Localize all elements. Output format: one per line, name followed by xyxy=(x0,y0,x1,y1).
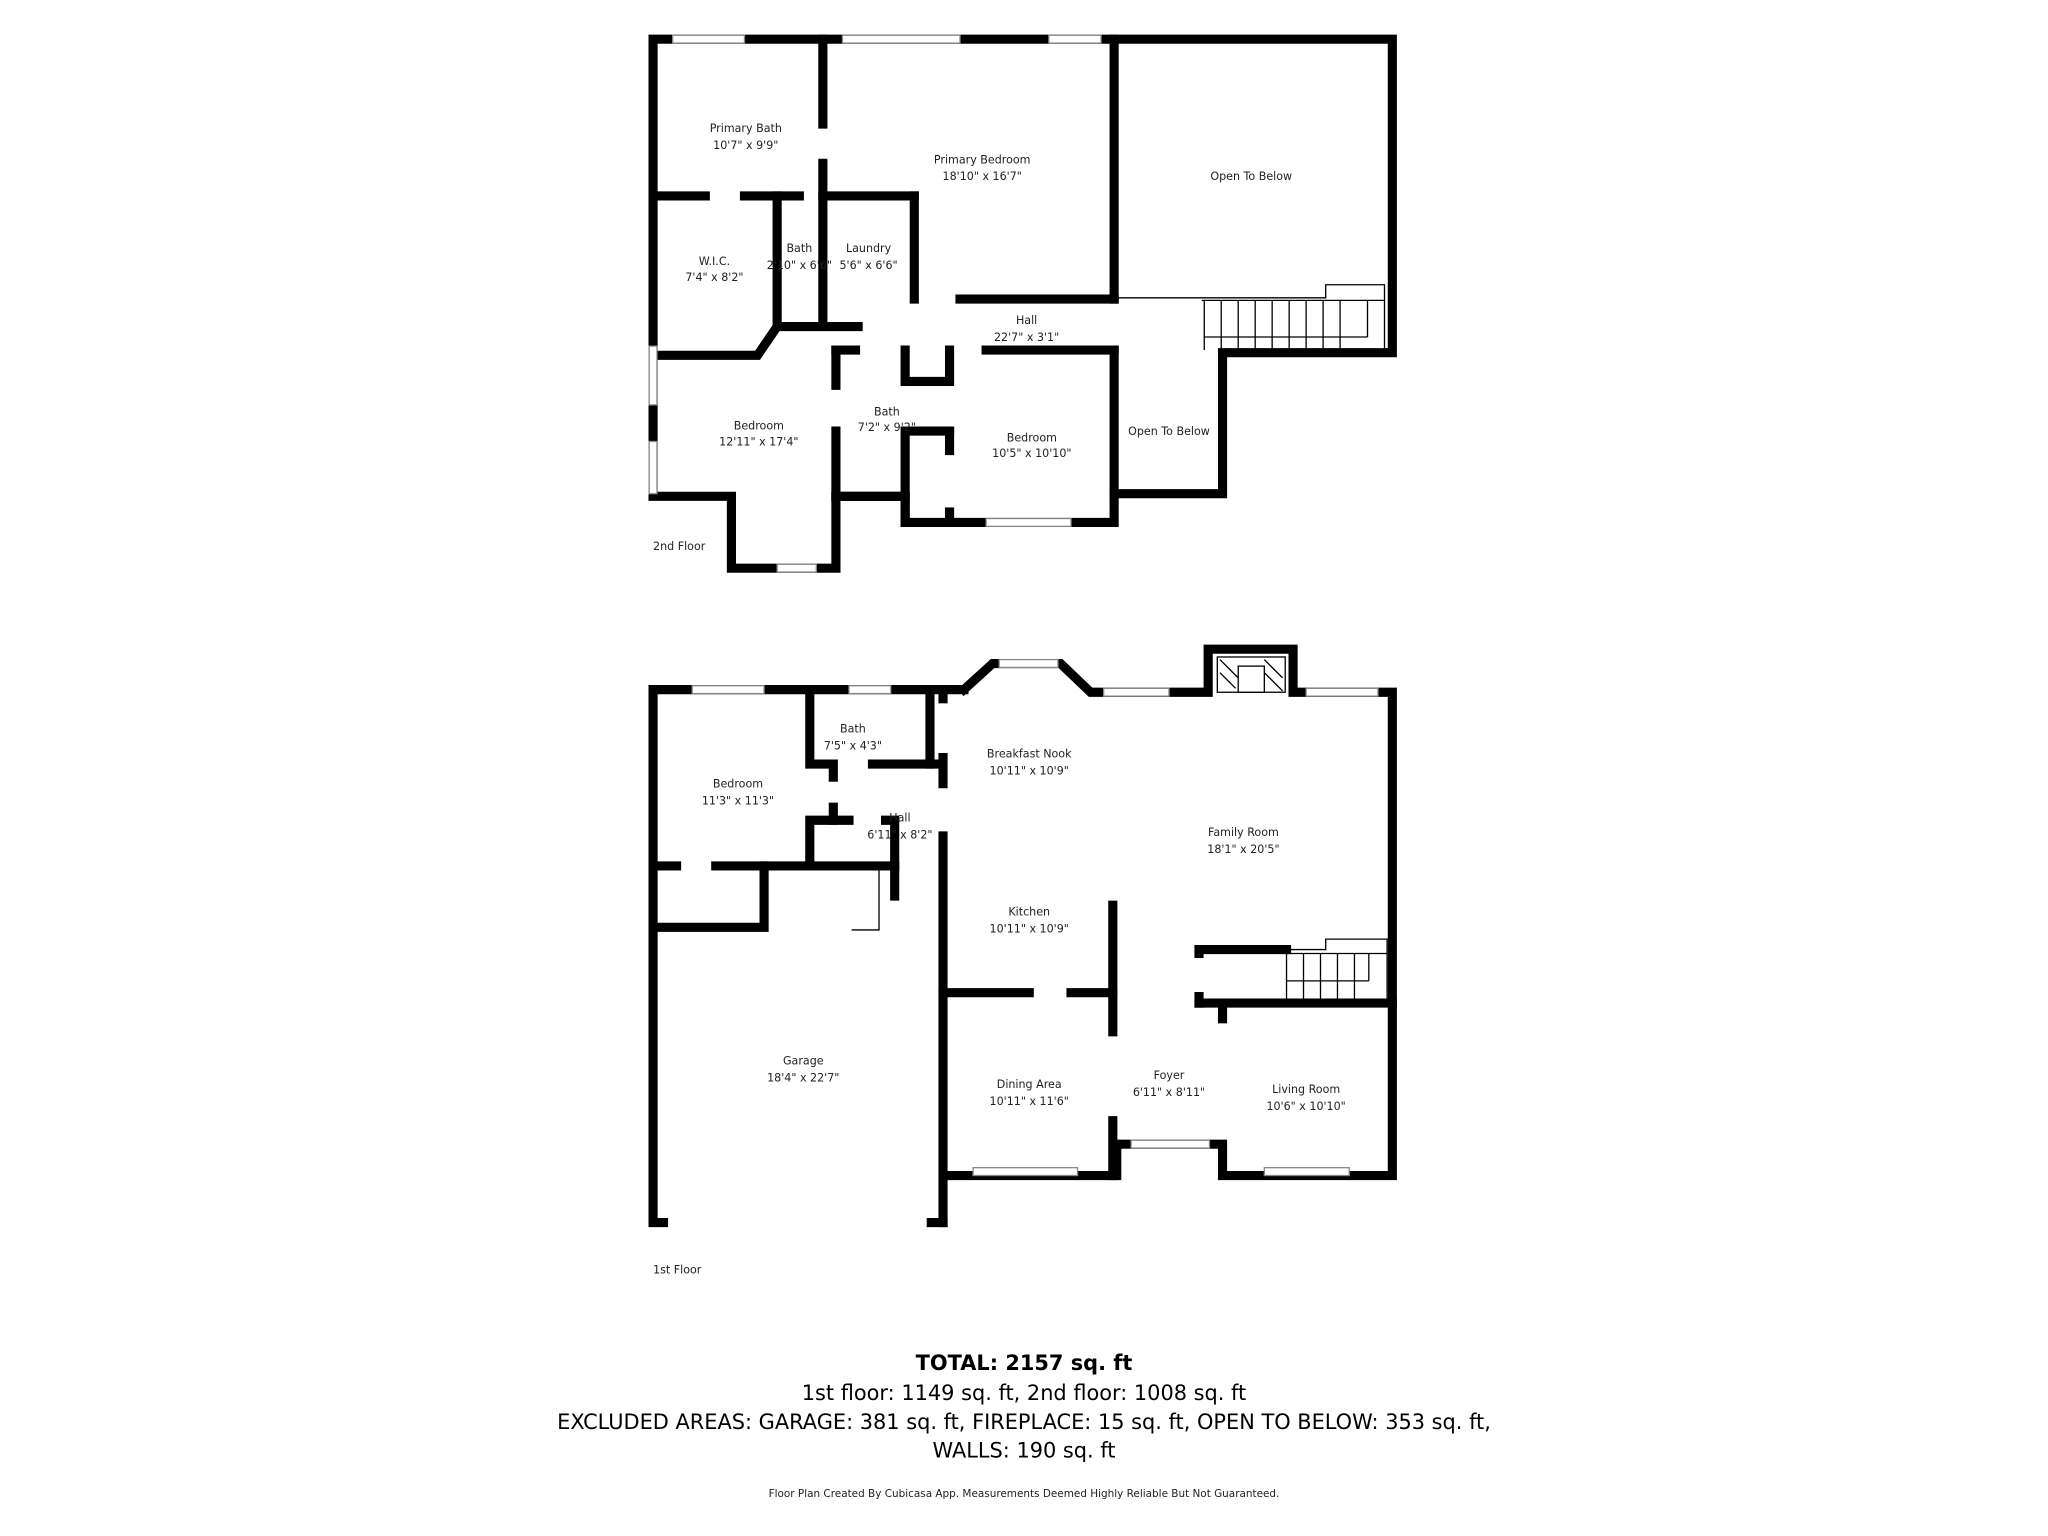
first-floor-label: 1st Floor xyxy=(653,1263,702,1276)
room-name: Foyer xyxy=(1154,1069,1185,1082)
second-floor-outer-wall xyxy=(648,34,1397,573)
room-size: 10'5" x 10'10" xyxy=(992,447,1071,460)
room-name: Bedroom xyxy=(734,420,784,433)
room-size: 18'1" x 20'5" xyxy=(1207,843,1279,856)
room-name: Garage xyxy=(783,1054,824,1067)
room-name: Open To Below xyxy=(1128,425,1210,438)
room-name: Dining Area xyxy=(997,1078,1062,1091)
room-name: Bath xyxy=(874,405,900,418)
room-name: Kitchen xyxy=(1008,906,1050,919)
room-size: 2'10" x 6'6" xyxy=(767,259,832,272)
room-size: 10'11" x 10'9" xyxy=(990,765,1069,778)
room-size: 5'6" x 6'6" xyxy=(839,259,897,272)
room-size: 12'11" x 17'4" xyxy=(719,435,798,448)
room-name: Bath xyxy=(840,723,866,736)
room-size: 22'7" x 3'1" xyxy=(994,331,1059,344)
first-floor-stairs xyxy=(1285,938,1388,1004)
walls-area: WALLS: 190 sq. ft xyxy=(932,1439,1115,1463)
room-size: 6'11" x 8'11" xyxy=(1133,1086,1205,1099)
room-size: 18'4" x 22'7" xyxy=(767,1071,839,1084)
room-name: Bedroom xyxy=(713,778,763,791)
second-floor-interior-walls xyxy=(648,34,1119,528)
room-size: 10'11" x 10'9" xyxy=(990,923,1069,936)
excluded-areas: EXCLUDED AREAS: GARAGE: 381 sq. ft, FIRE… xyxy=(557,1410,1491,1434)
room-size: 10'7" x 9'9" xyxy=(713,139,778,152)
room-size: 7'5" x 4'3" xyxy=(824,740,882,753)
first-floor-windows xyxy=(691,658,1379,1177)
total-area: TOTAL: 2157 sq. ft xyxy=(916,1351,1133,1375)
second-floor-plan: Primary Bath 10'7" x 9'9" Primary Bedroo… xyxy=(648,34,1397,573)
room-name: Open To Below xyxy=(1210,170,1292,183)
room-size: 7'4" x 8'2" xyxy=(685,271,743,284)
room-name: Bath xyxy=(786,242,812,255)
room-size: 10'11" x 11'6" xyxy=(990,1095,1069,1108)
room-name: Primary Bedroom xyxy=(934,153,1031,166)
room-name: W.I.C. xyxy=(699,255,730,268)
second-floor-room-labels: Primary Bath 10'7" x 9'9" Primary Bedroo… xyxy=(685,122,1292,460)
room-name: Hall xyxy=(889,812,910,825)
room-size: 18'10" x 16'7" xyxy=(943,170,1022,183)
room-name: Breakfast Nook xyxy=(987,748,1072,761)
room-size: 7'2" x 9'2" xyxy=(858,421,916,434)
disclaimer: Floor Plan Created By Cubicasa App. Meas… xyxy=(769,1488,1280,1500)
room-name: Bedroom xyxy=(1007,431,1057,444)
room-size: 11'3" x 11'3" xyxy=(702,795,774,808)
room-name: Laundry xyxy=(846,242,892,255)
room-name: Family Room xyxy=(1208,826,1279,839)
first-floor-outer-wall xyxy=(648,685,969,1228)
room-size: 10'6" x 10'10" xyxy=(1266,1100,1345,1113)
area-summary: TOTAL: 2157 sq. ft 1st floor: 1149 sq. f… xyxy=(557,1351,1491,1500)
floor-areas: 1st floor: 1149 sq. ft, 2nd floor: 1008 … xyxy=(802,1381,1246,1405)
first-floor-plan: Bath 7'5" x 4'3" Bedroom 11'3" x 11'3" H… xyxy=(648,644,1397,1276)
first-floor-room-labels: Bath 7'5" x 4'3" Bedroom 11'3" x 11'3" H… xyxy=(702,723,1346,1113)
second-floor-windows xyxy=(648,34,1102,573)
room-size: 6'11" x 8'2" xyxy=(867,829,932,842)
fireplace xyxy=(1216,656,1286,693)
room-name: Hall xyxy=(1016,314,1037,327)
room-name: Living Room xyxy=(1272,1083,1340,1096)
first-floor-interior-walls xyxy=(648,685,1397,1228)
room-name: Primary Bath xyxy=(710,122,782,135)
second-floor-label: 2nd Floor xyxy=(653,540,706,553)
second-floor-stairs xyxy=(1116,284,1386,351)
